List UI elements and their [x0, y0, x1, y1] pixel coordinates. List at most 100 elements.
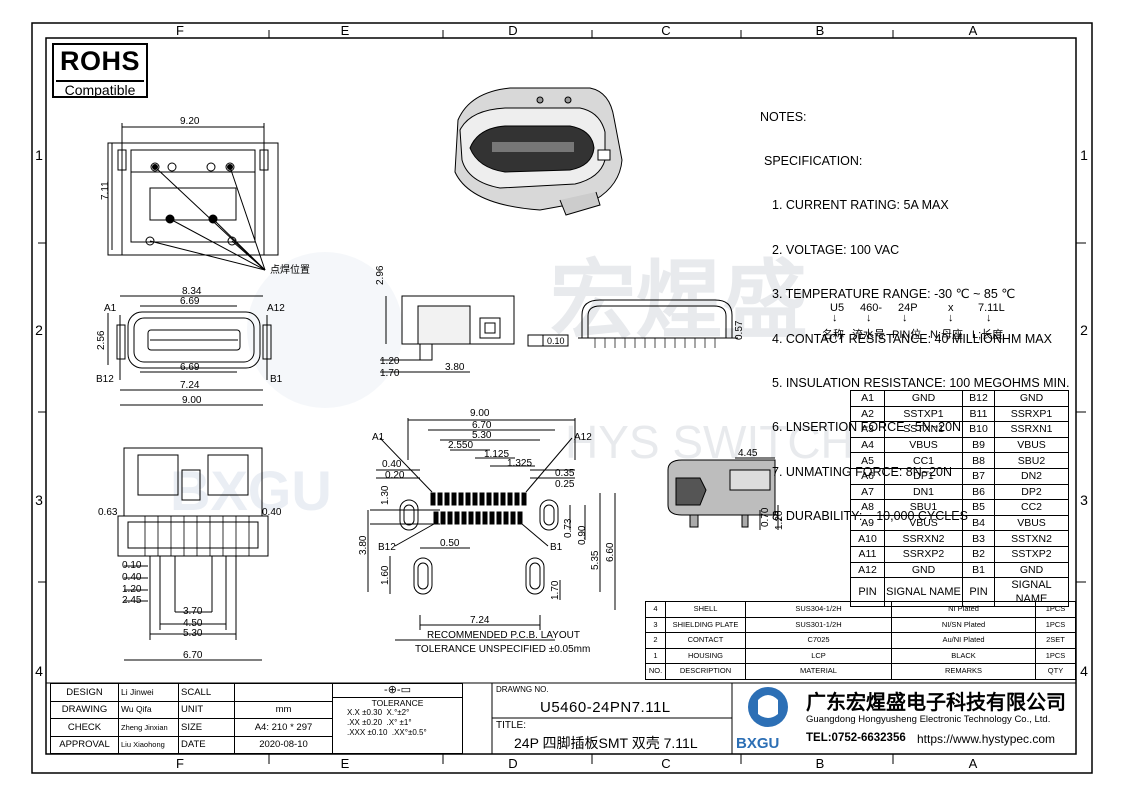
rohs-subtitle: Compatible [56, 80, 144, 98]
pin-callout: A12 [267, 303, 285, 314]
pin-number: A9 [850, 514, 885, 532]
pin-number: A5 [850, 452, 885, 469]
bom-cell: Au/NI Plated [891, 632, 1036, 649]
drawing-no: U5460-24PN7.11L [540, 699, 671, 716]
pin-callout: A1 [104, 303, 117, 314]
pin-number: A8 [850, 499, 885, 516]
dim-label: 6.70 [183, 650, 203, 661]
bom-cell: BLACK [891, 647, 1036, 664]
row-label-left: 2 [35, 322, 43, 338]
note-item: 2. VOLTAGE: 100 VAC [772, 242, 900, 257]
col-label-top: A [969, 23, 978, 38]
signal-name: GND [994, 561, 1069, 579]
drawing-title: 24P 四脚插板SMT 双壳 7.11L [514, 735, 698, 751]
row-label-left: 3 [35, 492, 43, 508]
bom-cell: NI Plated [891, 601, 1036, 618]
pin-callout: B1 [270, 374, 283, 385]
pin-number: B3 [962, 530, 995, 547]
bom-cell: SHELL [665, 601, 746, 618]
down-arrow-icon: ↓ [832, 312, 838, 324]
pin-number: B1 [962, 561, 995, 579]
part-code-segment: 460- [860, 302, 883, 314]
dim-label: 0.57 [734, 320, 745, 340]
tb-value: mm [234, 700, 333, 719]
signal-name: SSRXP1 [994, 405, 1069, 423]
part-code-segment: x [948, 302, 954, 314]
header-cell: QTY [1035, 663, 1076, 680]
bom-cell: 2SET [1035, 632, 1076, 649]
pin-number: A11 [850, 545, 885, 563]
dim-label: 7.24 [180, 380, 200, 391]
part-code-meaning: L;长度 [972, 329, 1004, 341]
bom-cell: 2 [645, 632, 666, 649]
col-label-bottom: E [341, 756, 350, 771]
down-arrow-icon: ↓ [902, 312, 908, 324]
signal-name: SSRXN1 [994, 421, 1069, 438]
front-view [107, 295, 272, 406]
side-view [380, 295, 515, 373]
dim-label: 2.96 [375, 265, 386, 285]
pin-number: A12 [850, 561, 885, 579]
signal-name: VBUS [994, 436, 1069, 454]
signal-name: SBU2 [994, 452, 1069, 469]
dim-label: 0.90 [577, 525, 588, 545]
pin-number: B8 [962, 452, 995, 469]
pin-callout: B12 [96, 374, 114, 385]
pin-number: B11 [962, 405, 995, 423]
tb-value: Li Jinwei [118, 683, 179, 702]
pin-callout: A12 [574, 432, 592, 443]
bom-cell: CONTACT [665, 632, 746, 649]
dim-label: 6.70 [472, 420, 492, 431]
end-view [578, 299, 738, 348]
pin-number: B2 [962, 545, 995, 563]
signal-name: CC2 [994, 499, 1069, 516]
signal-name: DP1 [884, 467, 963, 485]
part-code-segment: U5 [830, 302, 845, 314]
col-label-top: C [661, 23, 670, 38]
pin-number: B6 [962, 483, 995, 501]
signal-name: DP2 [994, 483, 1069, 501]
row-label-right: 2 [1080, 322, 1088, 338]
bom-header: NO. DESCRIPTION MATERIAL REMARKS QTY [645, 663, 1076, 680]
dim-label: 2.45 [122, 595, 142, 606]
outer-frame [31, 22, 1093, 774]
bom-cell: SUS301-1/2H [745, 616, 892, 633]
bom-cell: 4 [645, 601, 666, 618]
part-code-segment: 7.11L [978, 302, 1005, 314]
dim-label: 6.69 [180, 362, 200, 373]
dim-label: 1.125 [484, 449, 509, 460]
signal-name: GND [884, 561, 963, 579]
company-url[interactable]: https://www.hystypec.com [917, 732, 1056, 746]
dim-label: 0.40 [122, 572, 142, 583]
signal-name: SSRXN2 [884, 530, 963, 547]
dim-label: 1.20 [122, 584, 142, 595]
part-code-meaning: PIN位 [892, 329, 922, 341]
tb-label: UNIT [178, 700, 235, 719]
pin-number: A3 [850, 421, 885, 438]
top-view [107, 123, 279, 271]
col-label-top: B [816, 23, 825, 38]
part-code-meaning: 名称 [822, 329, 844, 341]
down-arrow-icon: ↓ [866, 312, 872, 324]
header-cell: REMARKS [891, 663, 1036, 680]
dim-label: 0.10 [547, 336, 565, 346]
company-name-cn: 广东宏煋盛电子科技有限公司 [806, 692, 1066, 714]
back-view [117, 447, 269, 661]
dim-label: 1.70 [550, 580, 561, 600]
signal-name: DN1 [884, 483, 963, 501]
signal-name: SBU1 [884, 499, 963, 516]
tb-value: 2020-08-10 [234, 735, 333, 754]
rohs-badge: ROHS Compatible [52, 43, 148, 98]
title-block-lines [46, 682, 1076, 754]
tb-label: DESIGN [50, 683, 119, 702]
pin-number: B7 [962, 467, 995, 485]
dim-label: 5.35 [590, 550, 601, 570]
row-label-left: 1 [35, 147, 43, 163]
pcb-layout [367, 418, 616, 641]
bom-cell: SUS304-1/2H [745, 601, 892, 618]
pin-callout: B1 [550, 542, 563, 553]
